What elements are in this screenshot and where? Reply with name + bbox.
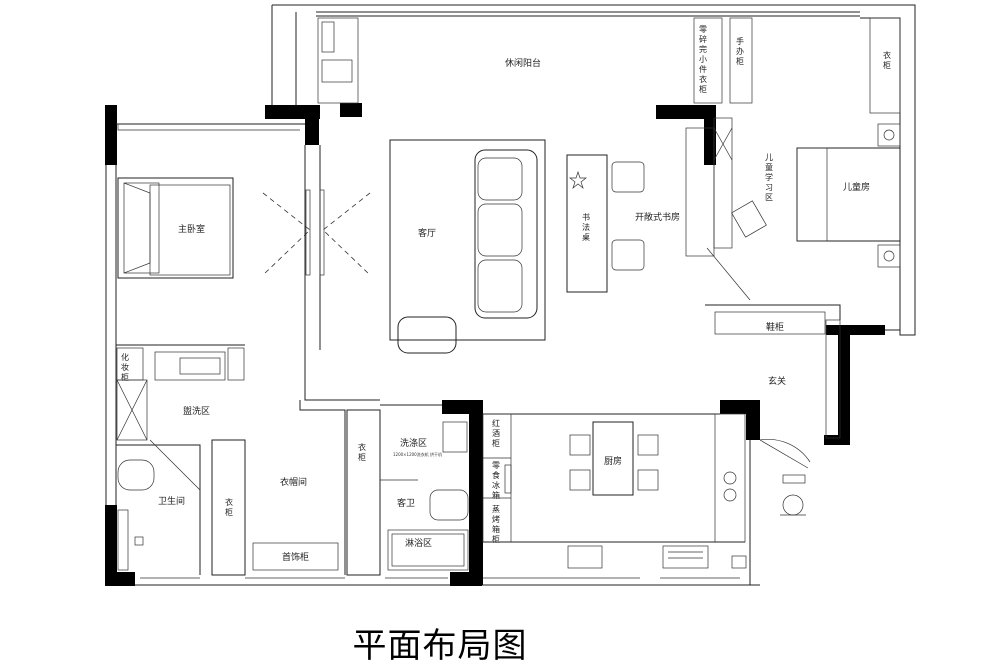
cloakroom: 衣柜 衣帽间 首饰柜 [211, 350, 380, 576]
room-label-leisure-balcony: 休闲阳台 [505, 57, 541, 69]
master-bedroom: 主卧室 [116, 123, 371, 350]
room-label-shower-area: 淋浴区 [405, 537, 432, 549]
washer-note: 1200×1200洗衣机 烘干机 [393, 451, 442, 457]
wardrobe-label-guest: 衣柜 [358, 442, 366, 462]
calligraphy-table-label: 书法桌 [582, 212, 590, 242]
room-label-cloakroom: 衣帽间 [280, 476, 307, 488]
room-label-guest-bath: 客卫 [397, 497, 415, 509]
room-label-open-study: 开敞式书房 [635, 211, 680, 223]
balcony: 休闲阳台 [317, 17, 901, 114]
kitchen: 红酒柜 零食冰箱 蒸烤箱柜 厨房 [482, 413, 747, 569]
room-label-dressing-area: 盥洗区 [183, 405, 210, 417]
room-label-kitchen: 厨房 [604, 455, 622, 467]
guest-bathroom: 衣柜 洗涤区 1200×1200洗衣机 烘干机 客卫 淋浴区 [346, 404, 469, 576]
master-bathroom: 卫生间 [116, 439, 201, 575]
room-label-entrance: 玄关 [768, 375, 786, 387]
figure-cabinet-label: 手办柜 [736, 36, 744, 66]
makeup-cabinet-label: 化妆柜 [121, 352, 129, 382]
oven-rack-label: 蒸烤箱柜 [492, 504, 500, 544]
snack-fridge-label: 零食冰箱 [492, 461, 500, 500]
entrance: 玄关 [759, 375, 811, 516]
kids-room: 儿童学习区 儿童房 衣柜 鞋柜 [705, 50, 901, 439]
wardrobe-label-cloak: 衣柜 [225, 497, 233, 517]
plan-title: 平面布局图 [352, 626, 528, 666]
room-label-living-room: 客厅 [418, 227, 436, 239]
wall-blocks [105, 103, 885, 586]
jewelry-cabinet-label: 首饰柜 [282, 551, 309, 563]
wardrobe-label-kids: 衣柜 [883, 50, 891, 70]
room-label-washing-area: 洗涤区 [400, 437, 427, 449]
room-label-bathroom: 卫生间 [158, 495, 185, 507]
room-label-master-bedroom: 主卧室 [178, 223, 205, 235]
shoe-cabinet-label: 鞋柜 [766, 321, 784, 333]
toy-wardrobe-label: 零碎完小件衣柜 [699, 25, 707, 94]
dressing-area: 化妆柜 盥洗区 [116, 344, 245, 441]
open-study: 书法桌 开敞式书房 零碎完小件衣柜 手办柜 [566, 25, 751, 301]
wine-cabinet-label: 红酒柜 [492, 418, 500, 448]
room-label-kids-room: 儿童房 [843, 181, 870, 193]
living-room: 客厅 [389, 139, 546, 354]
kids-study-area-label: 儿童学习区 [765, 153, 773, 202]
